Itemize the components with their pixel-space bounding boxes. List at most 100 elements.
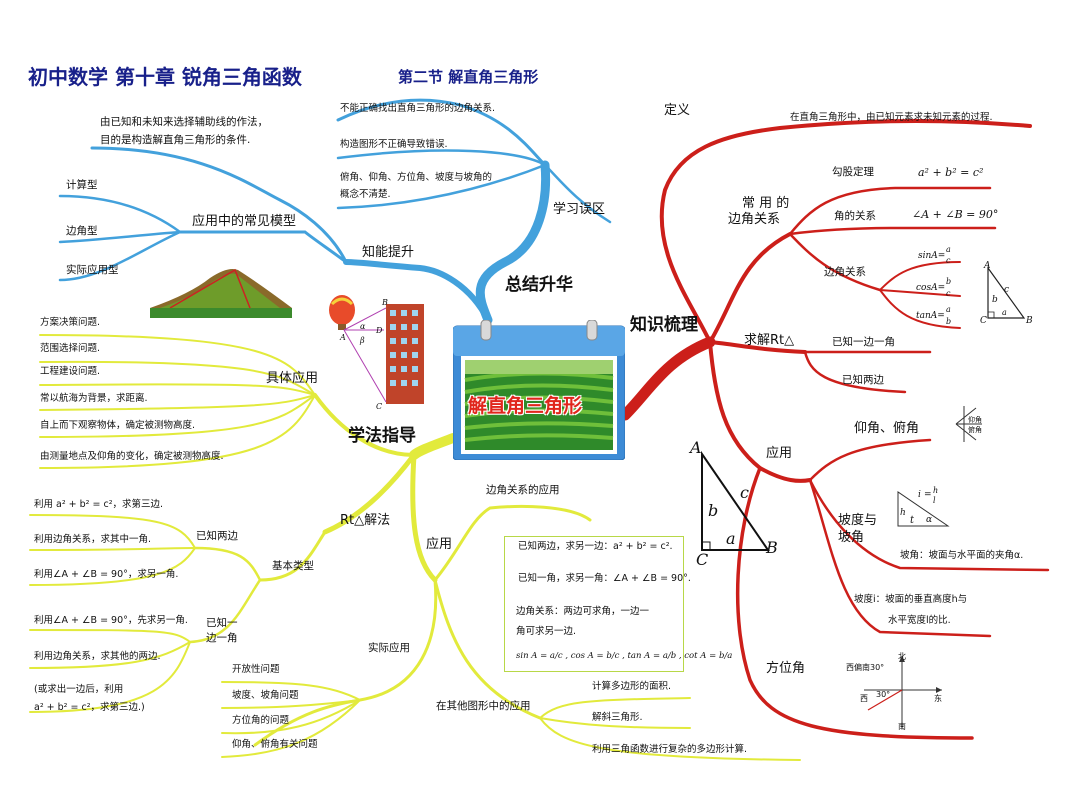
tower-D: D <box>376 326 383 335</box>
practical-item: 方位角的问题 <box>232 715 290 726</box>
side-angle-label-2: 边一角 <box>206 632 238 644</box>
model-item: 计算型 <box>66 179 98 191</box>
model-item: 实际应用型 <box>66 264 119 276</box>
tan-text: tanA= <box>916 311 945 321</box>
knowledge-label: 知识梳理 <box>630 315 698 335</box>
trig-line: sin A = a/c , cos A = b/c , tan A = a/b … <box>516 651 733 661</box>
slope-eq: = <box>924 490 932 500</box>
slope-ratio-2: 水平宽度l的比. <box>888 615 951 626</box>
practical-item: 开放性问题 <box>232 664 280 675</box>
cos-text: cosA= <box>916 283 946 293</box>
sin-den: c <box>946 256 951 265</box>
mountain-illustration <box>150 268 292 318</box>
solve-item: 已知一边一角 <box>832 336 895 348</box>
elevation-down: 俯角 <box>968 426 982 434</box>
slope-label-1: 坡度与 <box>838 513 878 528</box>
compass-south: 南 <box>898 722 906 731</box>
apply-label: 应用 <box>426 537 453 552</box>
side-angle-item: 利用∠A + ∠B = 90°，先求另一角. <box>34 615 188 626</box>
study-label: 学法指导 <box>348 426 416 446</box>
mistake-item: 构造图形不正确导致错误. <box>340 139 448 150</box>
slope-ratio-1: 坡度i：坡面的垂直高度h与 <box>854 594 968 605</box>
slope-label-2: 坡角 <box>838 530 865 545</box>
formula-box <box>504 536 684 672</box>
mistake-item: 概念不清楚. <box>340 189 391 200</box>
slope-h: h <box>933 486 939 495</box>
bearing-label: 方位角 <box>766 661 806 676</box>
practical-item: 仰角、俯角有关问题 <box>232 739 318 750</box>
mistake-item: 俯角、仰角、方位角、坡度与坡角的 <box>340 172 493 183</box>
big-tri-a: a <box>726 529 736 548</box>
relation-line: 角可求另一边. <box>516 626 577 637</box>
concrete-item: 常以航海为背景，求距离. <box>40 393 148 404</box>
model-item: 边角型 <box>66 225 98 237</box>
side-angle-item: 利用边角关系，求其他的两边. <box>34 651 161 662</box>
sin-text: sinA= <box>918 251 946 261</box>
elevation-up: 仰角 <box>968 416 982 424</box>
two-sides-item: 利用∠A + ∠B = 90°，求另一角. <box>34 569 179 580</box>
application-label: 应用 <box>766 446 793 461</box>
concrete-item: 自上而下观察物体，确定被测物高度. <box>40 420 196 431</box>
big-tri-C: C <box>696 550 709 569</box>
slope-angle-text: 坡角：坡面与水平面的夹角α. <box>900 550 1024 561</box>
study-branches <box>29 334 801 761</box>
two-sides-label: 已知两边 <box>196 530 238 542</box>
other-label: 在其他图形中的应用 <box>436 700 531 712</box>
compass-note: 西偏南30° <box>846 663 885 672</box>
relation-line: 边角关系：两边可求角，一边一 <box>516 606 650 617</box>
summary-label: 总结升华 <box>505 275 573 295</box>
side-angle-item: a² + b² = c²，求第三边.) <box>34 702 145 713</box>
practical-label: 实际应用 <box>368 642 410 654</box>
concrete-item: 由测量地点及仰角的变化，确定被测物高度. <box>40 451 224 462</box>
improve-label: 知能提升 <box>362 245 415 260</box>
compass-angle: 30° <box>876 690 891 699</box>
tan-num: a <box>946 305 951 314</box>
pythag-label: 勾股定理 <box>832 166 874 178</box>
tower-beta: β <box>360 336 365 345</box>
tower-alpha: α <box>360 322 366 331</box>
summary-branches <box>58 98 612 325</box>
concrete-item: 方案决策问题. <box>40 317 101 328</box>
compass-north: 北 <box>898 652 906 661</box>
mistakes-label: 学习误区 <box>553 202 606 217</box>
center-label: 解直角三角形 <box>468 395 583 417</box>
compass-west: 西 <box>860 694 868 703</box>
center-calendar <box>452 319 626 461</box>
cos-num: b <box>946 277 952 286</box>
cos-den: c <box>946 289 951 298</box>
other-item: 解斜三角形. <box>592 712 643 723</box>
tower-A: A <box>340 333 346 342</box>
slope-figure <box>897 491 950 527</box>
balloon-building-illustration <box>329 295 424 404</box>
improve-note-1: 由已知和未知来选择辅助线的作法， <box>100 116 268 128</box>
other-item: 计算多边形的面积. <box>592 681 672 692</box>
concrete-label: 具体应用 <box>266 371 319 386</box>
small-tri-C: C <box>980 316 987 326</box>
small-triangle-figure <box>987 266 1026 319</box>
definition-text: 在直角三角形中，由已知元素求未知元素的过程. <box>790 112 993 123</box>
small-tri-b: b <box>992 295 998 305</box>
small-tri-c: c <box>1004 285 1010 295</box>
side-angle-item: (或求出一边后，利用 <box>34 684 124 695</box>
basic-label: 基本类型 <box>272 560 314 572</box>
page-title: 初中数学 第十章 锐角三角函数 <box>28 65 302 89</box>
slope-h-side: h <box>900 508 906 518</box>
slope-alpha: α <box>926 515 933 525</box>
definition-label: 定义 <box>664 103 691 118</box>
concrete-item: 范围选择问题. <box>40 343 101 354</box>
concrete-item: 工程建设问题. <box>40 366 101 377</box>
pythag-formula: a² + b² = c² <box>918 166 984 179</box>
section-title: 第二节 解直角三角形 <box>398 68 539 86</box>
other-item: 利用三角函数进行复杂的多边形计算. <box>592 744 748 755</box>
models-label: 应用中的常见模型 <box>192 214 297 229</box>
big-tri-b: b <box>708 501 719 520</box>
compass-east: 东 <box>934 694 942 703</box>
tower-B: B <box>382 298 388 307</box>
trig-label: 边角关系 <box>824 266 866 278</box>
elevation-label: 仰角、俯角 <box>854 421 920 436</box>
sin-num: a <box>946 245 951 254</box>
big-tri-B: B <box>766 538 778 557</box>
two-sides-item: 利用 a² + b² = c²，求第三边. <box>34 499 164 510</box>
angles-formula: ∠A + ∠B = 90° <box>912 208 999 221</box>
side-angle-label-1: 已知一 <box>206 617 238 629</box>
